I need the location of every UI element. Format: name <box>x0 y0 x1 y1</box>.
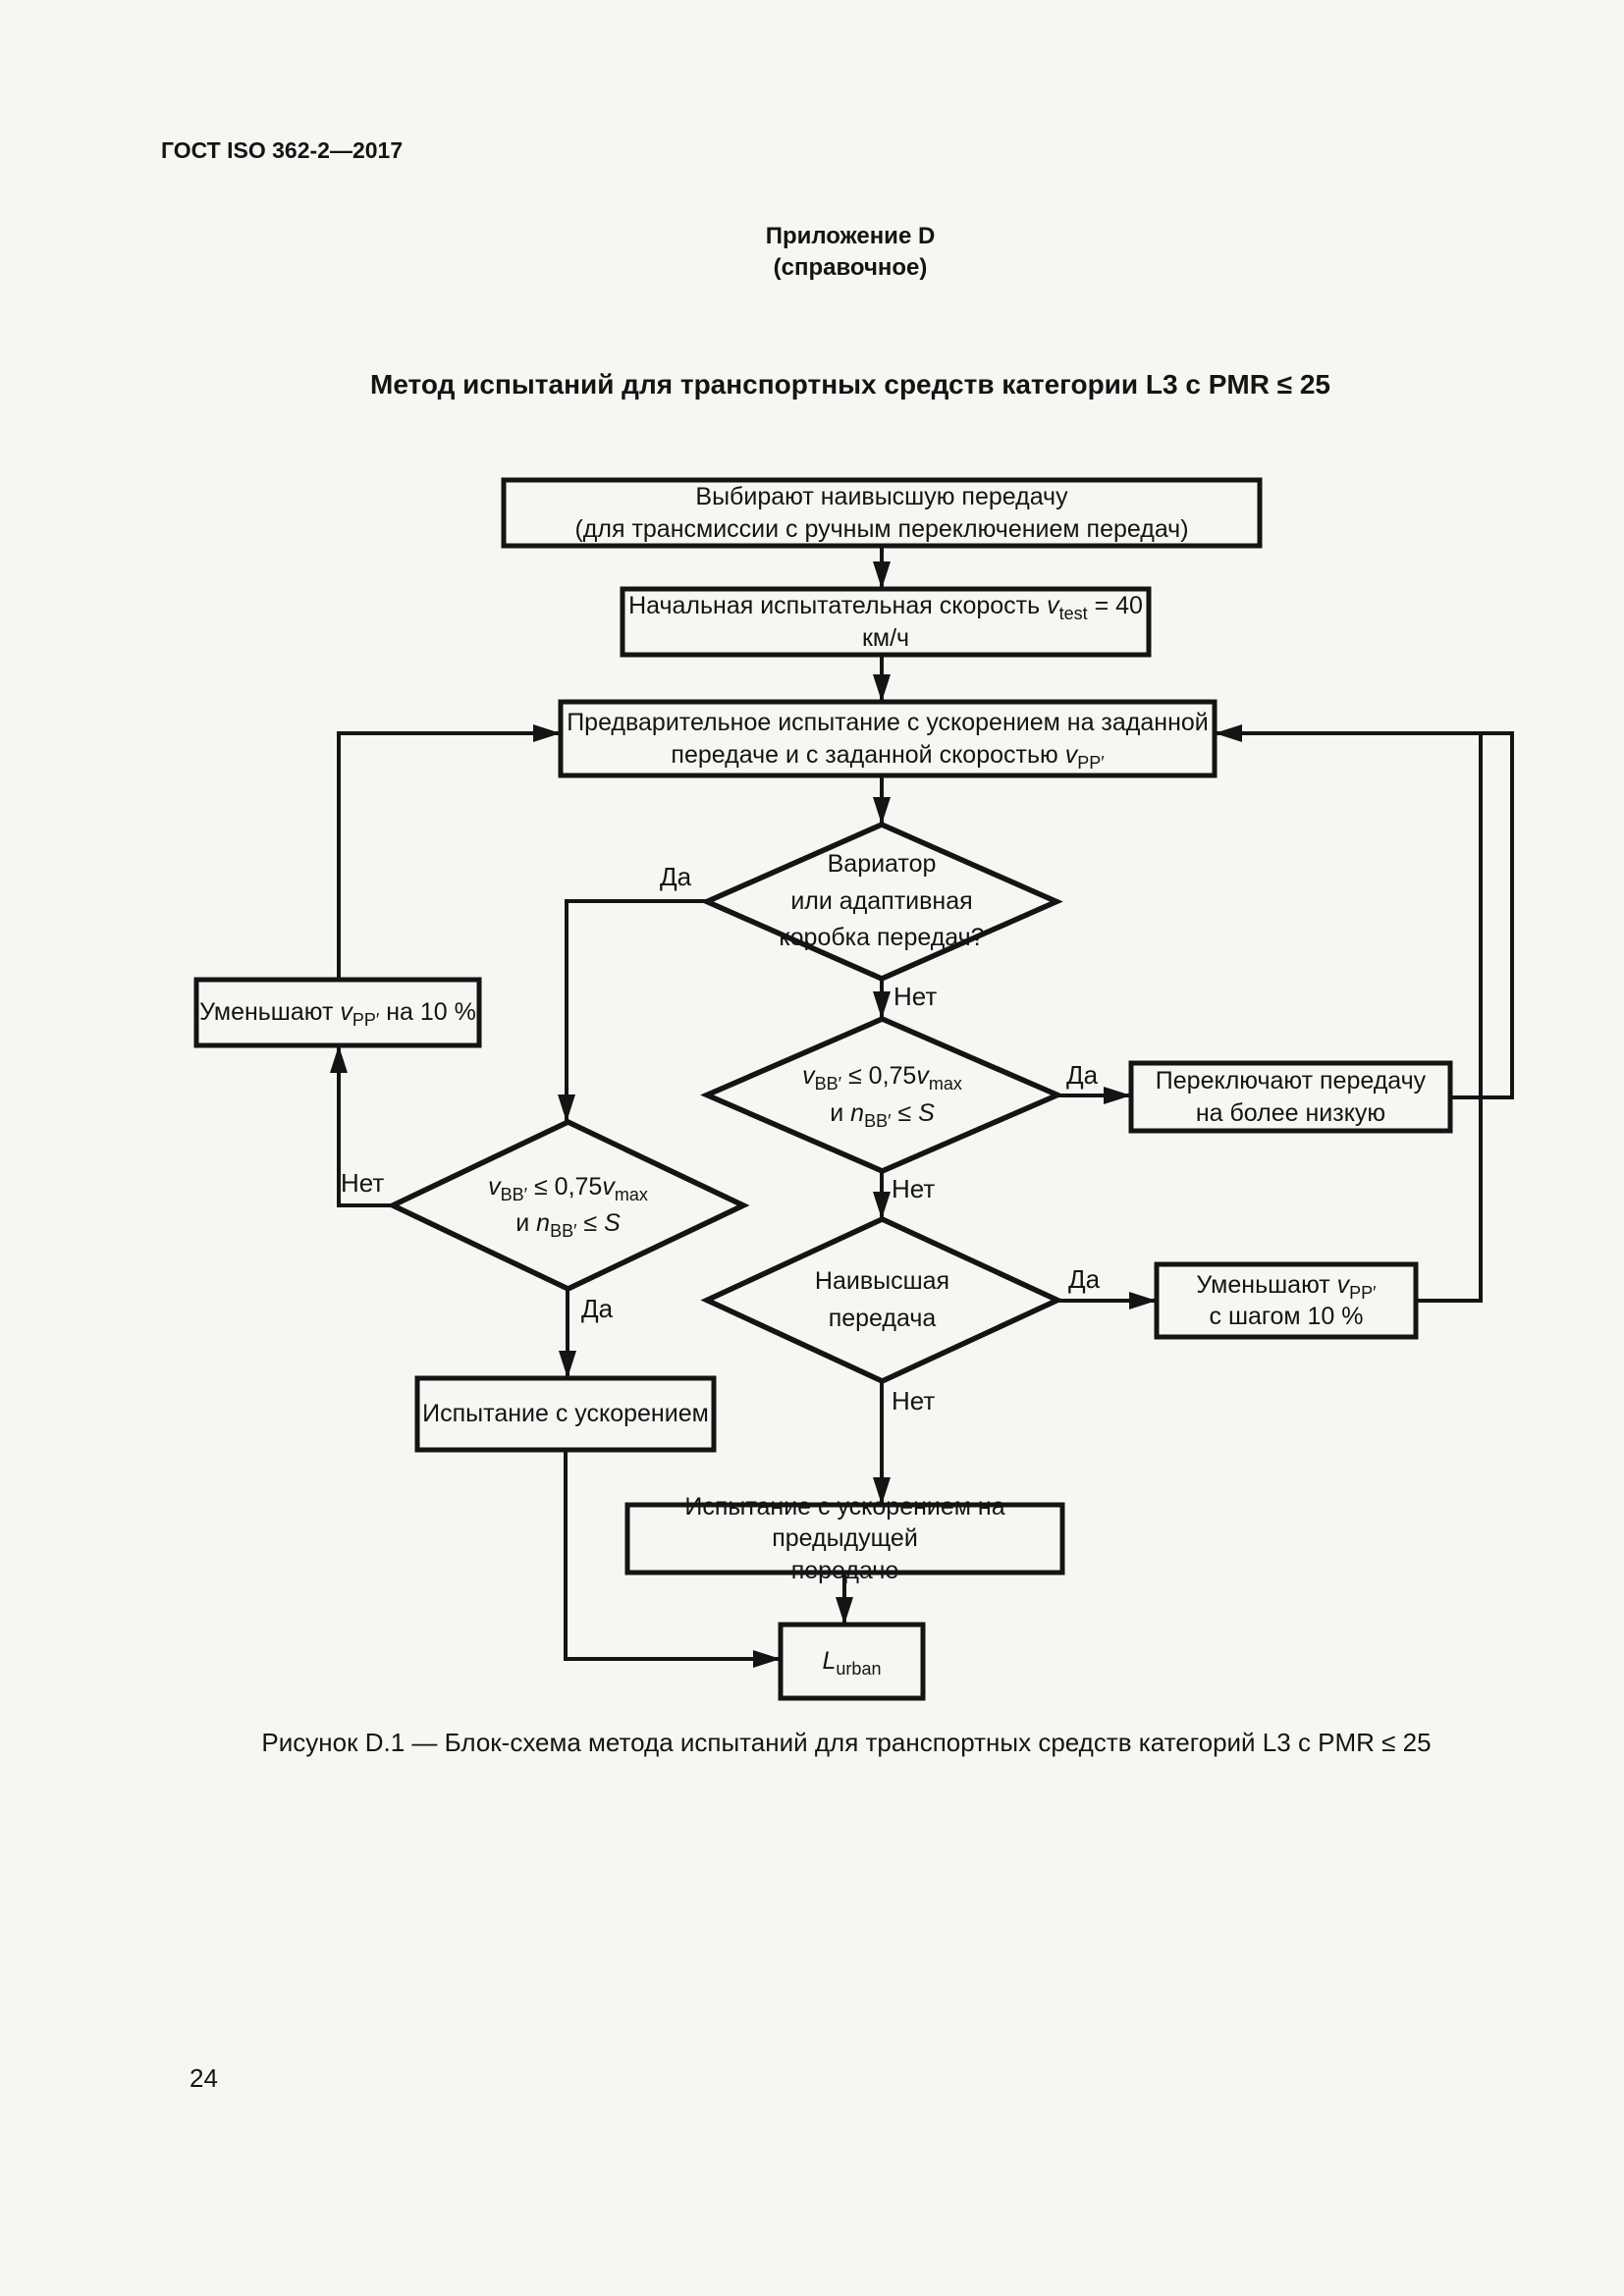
edge-shift-loop <box>1215 731 1514 1099</box>
edge-label-cvt-no: Нет <box>893 982 938 1011</box>
edge-cvt-yes <box>565 899 707 1122</box>
edge-reduce10-loop <box>337 731 561 980</box>
edge-label-vbb-left-no: Нет <box>341 1168 385 1198</box>
node-label-preliminary-test: Предварительное испытание с ускорением н… <box>567 709 1209 773</box>
node-label-reduce-vpp-10: Уменьшают vPP′ на 10 % <box>199 998 476 1031</box>
node-label-initial-test-speed: Начальная испытательная скорость vtest =… <box>628 592 1143 652</box>
node-acceleration-test-previous-gear <box>624 1502 1065 1575</box>
document-header: ГОСТ ISO 362-2—2017 <box>161 137 404 163</box>
node-l-urban <box>778 1622 926 1701</box>
arrowhead-vbb-mid-no <box>873 1192 891 1219</box>
annex-subtitle: (справочное) <box>773 254 928 281</box>
arrowhead-acceltest-to-lurban <box>753 1650 781 1668</box>
node-highest-gear-decision <box>700 1215 1064 1385</box>
node-cvt-decision <box>700 821 1063 983</box>
node-initial-test-speed <box>620 586 1152 658</box>
arrowhead-speed-to-preliminary <box>873 674 891 702</box>
edge-label-highest-no: Нет <box>892 1386 936 1415</box>
annex-title: Приложение D <box>765 223 936 249</box>
arrowhead-preliminary-to-cvt <box>873 797 891 825</box>
arrowhead-cvt-no <box>873 991 891 1019</box>
figure-caption: Рисунок D.1 — Блок-схема метода испытани… <box>261 1728 1432 1757</box>
node-label-select-highest-gear: Выбирают наивысшую передачу(для трансмис… <box>574 483 1189 543</box>
node-preliminary-test <box>558 699 1218 778</box>
node-select-highest-gear <box>501 477 1263 549</box>
edge-step-loop <box>1416 733 1483 1303</box>
edge-label-vbb-mid-yes: Да <box>1066 1060 1099 1090</box>
edge-label-cvt-yes: Да <box>660 862 692 891</box>
page-number: 24 <box>189 2063 218 2093</box>
figure-title: Метод испытаний для транспортных средств… <box>370 369 1330 400</box>
node-label-reduce-vpp-step: Уменьшают vPP′с шагом 10 % <box>1196 1270 1377 1331</box>
node-reduce-vpp-10 <box>193 977 482 1048</box>
arrowhead-cvt-yes <box>558 1095 575 1122</box>
arrowhead-vbb-left-no <box>330 1045 348 1073</box>
arrowhead-shift-loop <box>1215 724 1242 742</box>
arrowhead-highest-no <box>873 1477 891 1505</box>
node-label-l-urban: Lurban <box>822 1647 882 1680</box>
arrowhead-select-to-speed <box>873 561 891 589</box>
node-vbb-check-left <box>386 1118 750 1293</box>
node-reduce-vpp-step <box>1154 1261 1419 1340</box>
edge-vbb-left-no <box>337 1045 393 1207</box>
node-vbb-check-mid <box>700 1016 1064 1174</box>
node-label-acceleration-test: Испытание с ускорением <box>422 1400 709 1428</box>
edge-label-vbb-left-yes: Да <box>581 1294 614 1323</box>
edge-acceltest-to-lurban <box>564 1450 781 1661</box>
arrowhead-vbb-left-yes <box>559 1351 576 1378</box>
node-acceleration-test <box>414 1375 717 1453</box>
edge-label-highest-yes: Да <box>1068 1264 1101 1294</box>
arrowhead-highest-yes <box>1129 1292 1157 1309</box>
arrowhead-vbb-mid-yes <box>1104 1087 1131 1104</box>
arrowhead-reduce10-loop <box>533 724 561 742</box>
node-shift-lower-gear <box>1128 1060 1453 1134</box>
edge-label-vbb-mid-no: Нет <box>892 1174 936 1203</box>
arrowhead-previous-to-lurban <box>836 1597 853 1625</box>
